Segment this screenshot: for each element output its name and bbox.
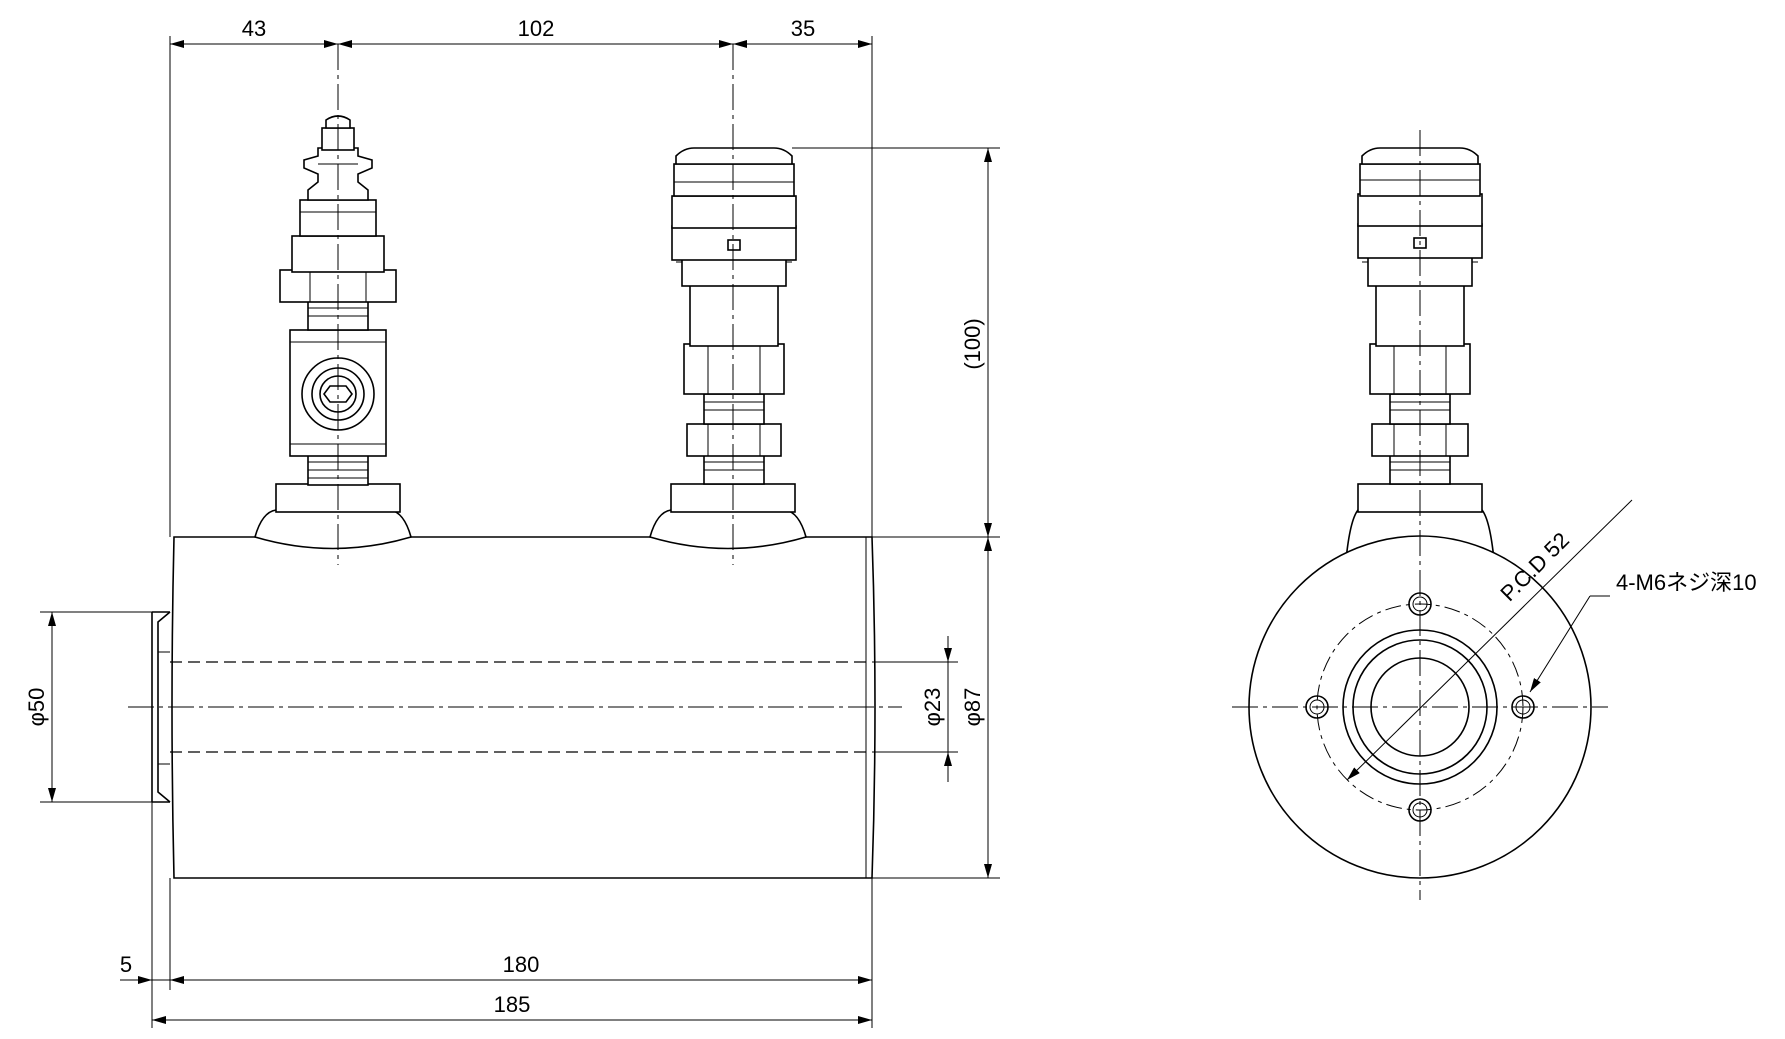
dim-5: 5 bbox=[120, 952, 132, 977]
dim-100: (100) bbox=[960, 318, 985, 369]
dim-185: 185 bbox=[494, 992, 531, 1017]
main-body bbox=[128, 536, 902, 879]
thread-label: 4-M6ネジ深10 bbox=[1616, 570, 1757, 595]
dim-102: 102 bbox=[518, 16, 555, 41]
dim-43: 43 bbox=[242, 16, 266, 41]
thread-callout: 4-M6ネジ深10 bbox=[1529, 570, 1757, 693]
bottom-dimensions: 5 180 185 bbox=[120, 802, 873, 1028]
height-dimension: (100) bbox=[792, 147, 1000, 538]
phi50-dimension: φ50 bbox=[24, 611, 152, 803]
dim-phi23: φ23 bbox=[920, 688, 945, 727]
dim-phi87: φ87 bbox=[960, 688, 985, 727]
dim-180: 180 bbox=[503, 952, 540, 977]
left-valve-fitting bbox=[254, 115, 412, 550]
dim-phi50: φ50 bbox=[24, 688, 49, 727]
phi87-dimension: φ87 bbox=[872, 537, 1000, 879]
right-coupler-fitting bbox=[649, 147, 807, 550]
phi23-dimension: φ23 bbox=[872, 636, 958, 782]
front-view: 43 102 35 (100) φ87 φ23 bbox=[24, 16, 1000, 1028]
top-dimensions: 43 102 35 bbox=[170, 16, 872, 48]
dim-35: 35 bbox=[791, 16, 815, 41]
side-view: P.C.D 52 4-M6ネジ深10 bbox=[1232, 130, 1757, 900]
